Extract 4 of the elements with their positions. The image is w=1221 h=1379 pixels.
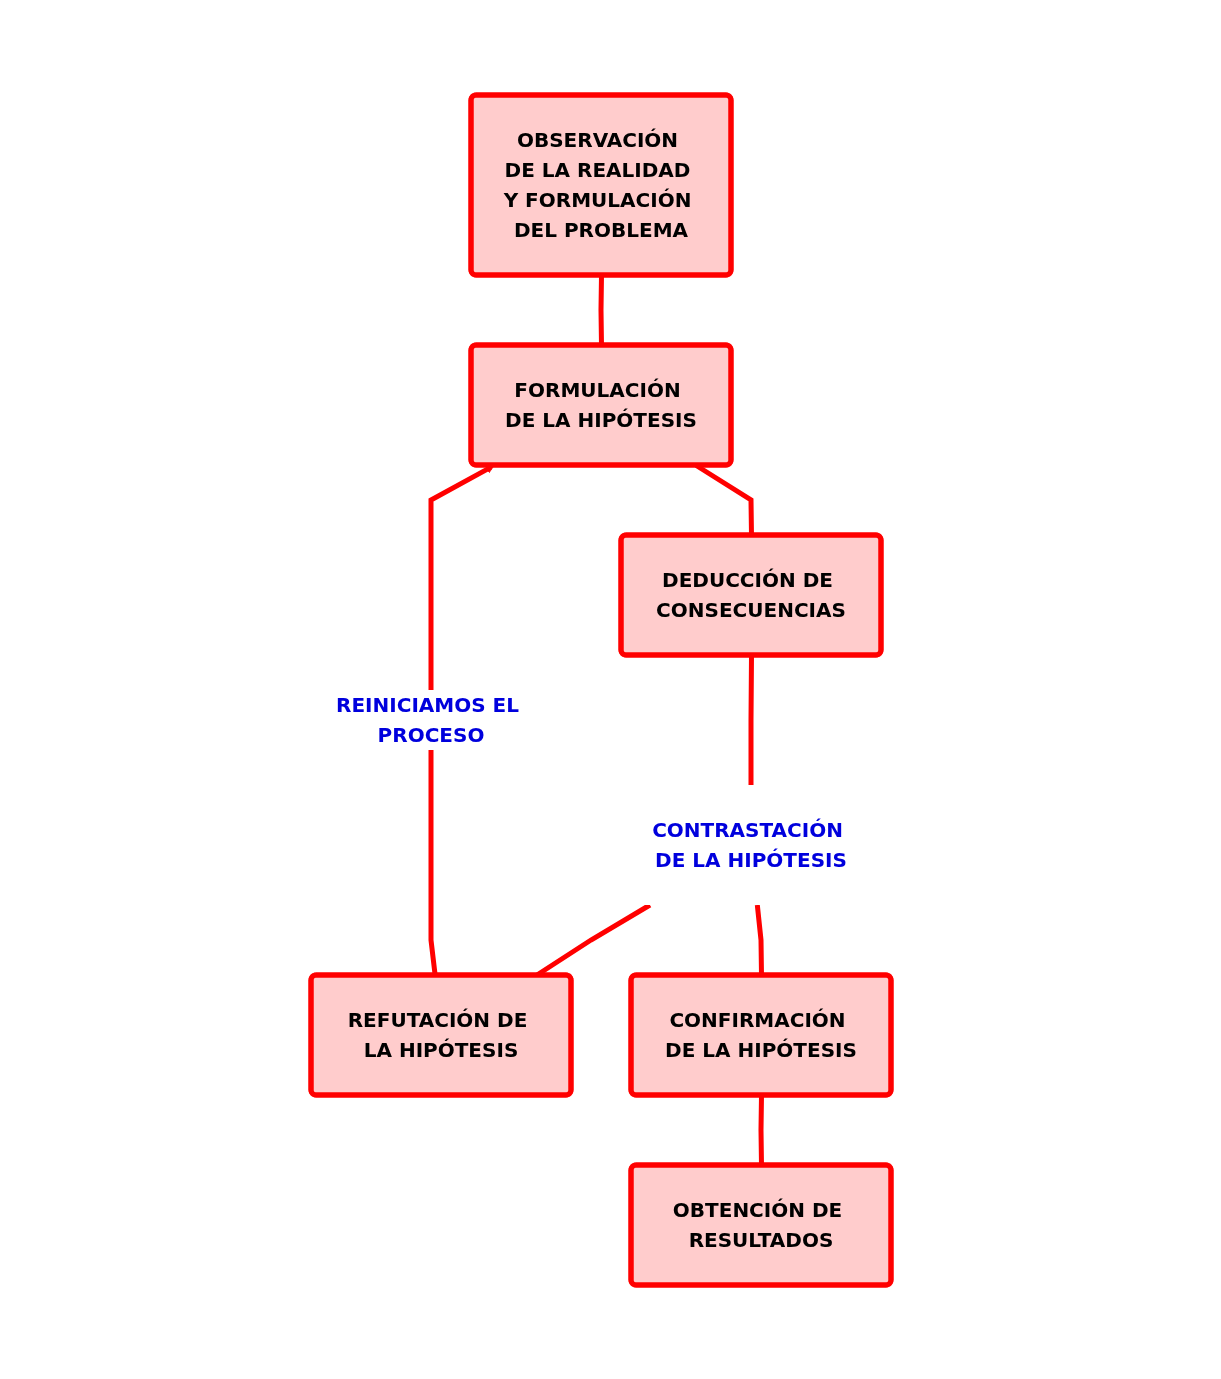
connector [754, 904, 764, 976]
edge-label: REINICIAMOS EL PROCESO [335, 692, 519, 747]
connector [748, 655, 754, 785]
node-text: CONTRASTACIÓN DE LA HIPÓTESIS [651, 817, 847, 872]
